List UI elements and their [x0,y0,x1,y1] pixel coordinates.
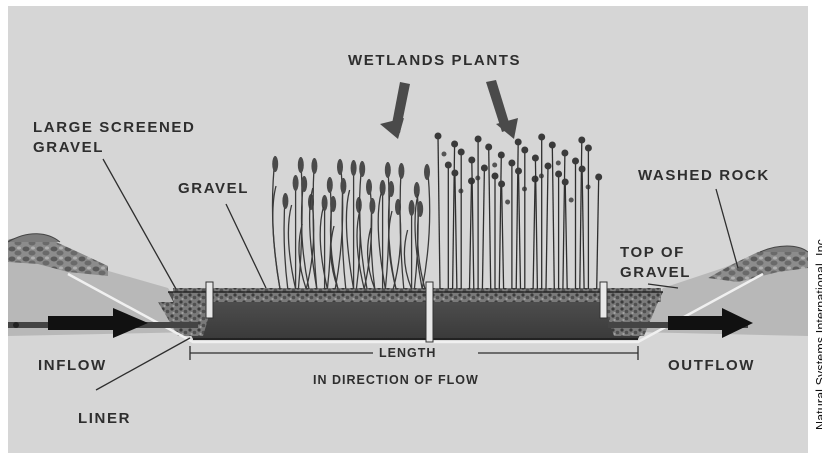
outlet-standpipe [600,282,607,318]
large-screened-gravel-label-line1: LARGE SCREENED [33,118,195,137]
length-label-line1: LENGTH [379,346,436,361]
inlet-standpipe [206,282,213,318]
top-of-gravel-label-line2: GRAVEL [620,263,691,282]
outflow-label: OUTFLOW [668,356,755,375]
inflow-label: INFLOW [38,356,107,375]
liner-label: LINER [78,409,131,428]
washed-rock-label: WASHED ROCK [638,166,770,185]
center-standpipe [426,282,433,342]
photo-credit: Natural Systems International, Inc. [814,235,822,430]
plant-pointer-arrows [380,80,518,139]
rush-plants [435,133,603,290]
large-screened-gravel-label-line2: GRAVEL [33,138,104,157]
wetlands-plants-label: WETLANDS PLANTS [348,51,521,70]
top-of-gravel-label-line1: TOP OF [620,243,685,262]
gravel-basin [158,288,663,339]
cattail-plants [272,156,430,289]
gravel-label: GRAVEL [178,179,249,198]
length-label-line2: IN DIRECTION OF FLOW [313,373,479,388]
wetland-cross-section-diagram: WETLANDS PLANTS LARGE SCREENED GRAVEL GR… [8,6,808,453]
